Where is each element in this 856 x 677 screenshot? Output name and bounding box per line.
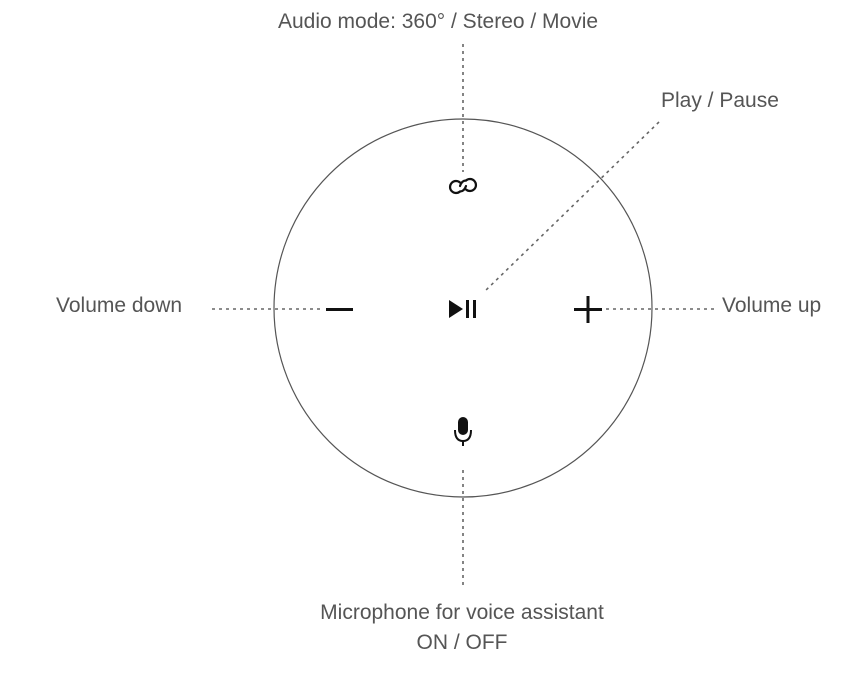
minus-icon xyxy=(326,308,353,311)
microphone-label-line2: ON / OFF xyxy=(416,631,508,654)
volume-down-label: Volume down xyxy=(56,294,183,317)
speaker-top-outline xyxy=(273,118,653,498)
microphone-icon xyxy=(454,417,472,446)
play-pause-label: Play / Pause xyxy=(661,89,779,112)
link-rings-icon xyxy=(448,177,478,195)
microphone-label-line1: Microphone for voice assistant xyxy=(320,601,604,624)
volume-up-label: Volume up xyxy=(722,294,822,317)
microphone-label: Microphone for voice assistant ON / OFF xyxy=(262,598,662,658)
play-pause-icon xyxy=(449,300,476,318)
audio-mode-label: Audio mode: 360° / Stereo / Movie xyxy=(278,10,599,33)
leader-line-play-pause xyxy=(483,121,660,293)
plus-icon xyxy=(574,296,602,323)
